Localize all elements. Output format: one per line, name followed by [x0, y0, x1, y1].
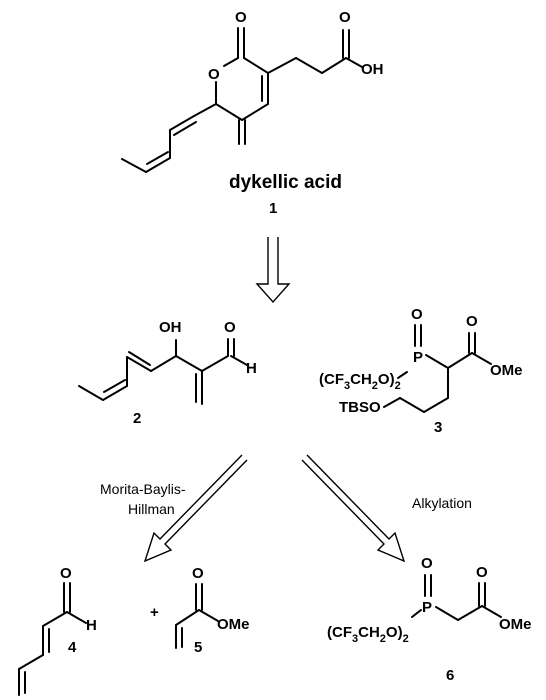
c1-acid-oh: OH [361, 61, 384, 78]
c3-ome: OMe [490, 362, 523, 379]
c6-ome: OMe [499, 616, 532, 633]
compound-3-structure [383, 324, 492, 413]
reaction-label-left-line2: Hillman [128, 501, 175, 517]
reaction-label-right: Alkylation [412, 495, 472, 511]
compound-4-number: 4 [68, 639, 77, 656]
compound-4-structure [18, 582, 87, 696]
c3-tbso: TBSO [339, 399, 381, 416]
c6-phosphorus: P [422, 599, 432, 616]
c3-phosphoryl-o: O [411, 306, 423, 323]
compound-1-name: dykellic acid [229, 172, 342, 193]
compound-1-number: 1 [269, 200, 277, 217]
c2-hydroxyl-oh: OH [159, 319, 182, 336]
c6-fluoroalkoxy: (CF3CH2O)2 [327, 624, 409, 645]
c4-aldehyde-h: H [86, 617, 97, 634]
c3-ester-o: O [466, 313, 478, 330]
c5-ester-o: O [192, 565, 204, 582]
c6-phosphoryl-o: O [421, 555, 433, 572]
retro-arrow-left [143, 454, 248, 563]
compound-6-structure [411, 574, 502, 621]
c3-phosphorus: P [413, 349, 423, 366]
compound-2-structure [78, 338, 248, 405]
c1-acid-o: O [339, 9, 351, 26]
plus-sign: + [150, 604, 159, 621]
compound-5-number: 5 [194, 639, 202, 656]
c6-ester-o: O [476, 564, 488, 581]
compound-5-structure [175, 583, 219, 649]
c1-ring-o: O [208, 66, 220, 83]
c2-aldehyde-o: O [224, 319, 236, 336]
c3-fluoroalkoxy: (CF3CH2O)2 [319, 371, 401, 392]
compound-6-number: 6 [446, 667, 454, 684]
compound-1-structure [121, 27, 363, 173]
retro-arrow-right [301, 454, 406, 563]
c4-aldehyde-o: O [60, 565, 72, 582]
reaction-label-left-line1: Morita-Baylis- [100, 481, 186, 497]
c1-carbonyl-o: O [235, 9, 247, 26]
c2-aldehyde-h: H [246, 360, 257, 377]
c5-ome: OMe [217, 616, 250, 633]
compound-2-number: 2 [133, 410, 141, 427]
compound-3-number: 3 [434, 419, 442, 436]
retro-arrow-main [255, 237, 291, 304]
